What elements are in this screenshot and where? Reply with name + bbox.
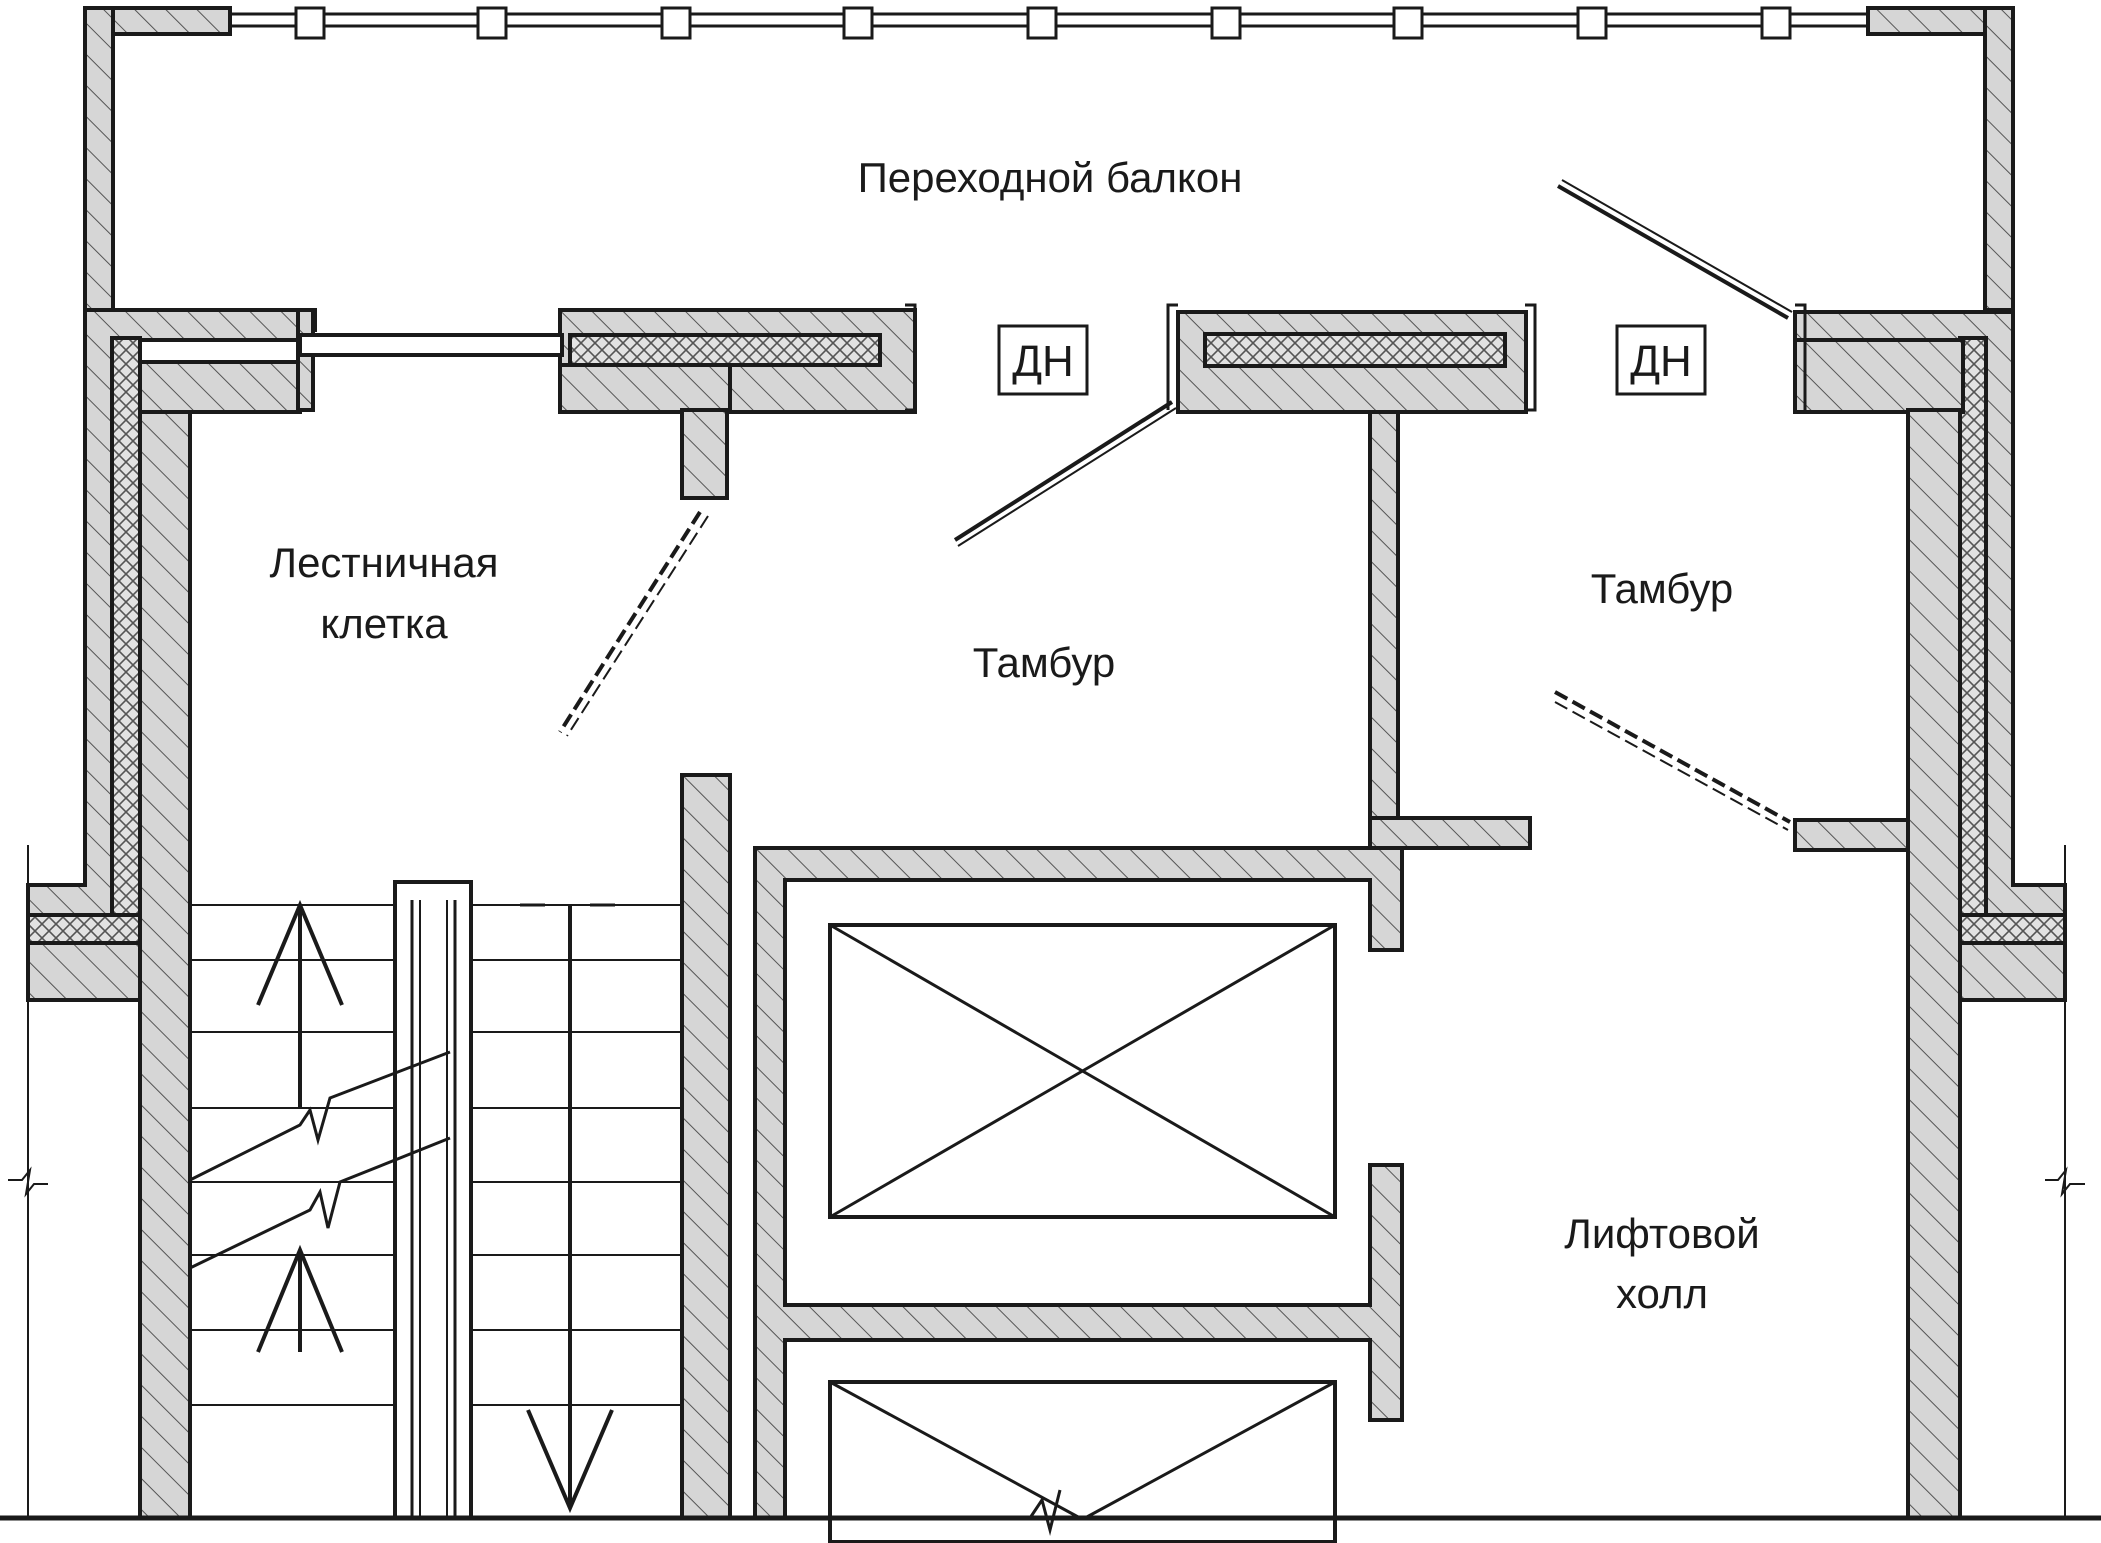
label-vestibule-right: Тамбур: [1591, 565, 1734, 612]
side-break-lines: [8, 845, 2085, 1518]
dn-tag-left: ДН: [1012, 337, 1074, 386]
doors: [558, 179, 1807, 831]
label-vestibule-left: Тамбур: [973, 639, 1116, 686]
top-wall-right-of-window: [558, 363, 732, 414]
window-sill: [298, 333, 564, 357]
break-mark-icon: [2045, 1166, 2085, 1198]
dn-tags: ДН ДН: [997, 324, 1707, 396]
lift-shaft-walls: [753, 846, 1404, 1520]
insulation-left-ledge: [26, 913, 142, 945]
dn-tag-right-box: [1615, 324, 1707, 396]
balcony-wall-left: [83, 6, 115, 312]
label-stair-line2: клетка: [320, 600, 448, 647]
cross-box-icon: [828, 1380, 1337, 1543]
break-mark-icon: [189, 1050, 451, 1182]
lift-hall-outer-wall: [1906, 408, 1962, 1520]
vestibule-divider: [1368, 410, 1400, 824]
insulation-right-ledge: [1958, 913, 2067, 945]
break-mark-icon: [189, 1136, 451, 1270]
label-balcony: Переходной балкон: [858, 154, 1243, 201]
stair-inner-wall: [680, 773, 732, 1520]
lift-shafts: [828, 923, 1337, 1543]
balcony-railing: [230, 6, 1868, 40]
balcony-wall-right: [1983, 6, 2015, 312]
stair-up-arrow-upper: [256, 899, 344, 1108]
label-lift-hall-line2: холл: [1616, 1270, 1708, 1317]
insulation-left: [110, 336, 142, 940]
vestibule-bottom-wall: [1368, 816, 1532, 850]
label-stair-line1: Лестничная: [270, 539, 499, 586]
insulation-right: [1958, 336, 1988, 940]
break-mark-icon: [8, 1166, 48, 1198]
stair-outer-wall: [138, 360, 192, 1520]
lift-hall-door-stub: [1793, 818, 1910, 852]
stair: [189, 880, 682, 1520]
cross-box-icon: [828, 923, 1337, 1219]
door-lift-hall: [1554, 690, 1791, 824]
stair-partition-stub: [680, 408, 729, 500]
stair-well: [393, 880, 473, 1520]
stair-down-arrow: [526, 905, 614, 1514]
room-labels: Переходной балкон Лестничная клетка Тамб…: [270, 154, 1760, 1317]
label-lift-hall-line1: Лифтовой: [1564, 1210, 1759, 1257]
walls: [26, 6, 2067, 1520]
stair-up-arrow-lower: [256, 1244, 344, 1353]
insulation-top-left: [568, 333, 882, 367]
door-vestibule-left: [953, 400, 1174, 542]
door-stair: [558, 510, 702, 734]
insulation-top-middle: [1203, 332, 1507, 368]
door-balcony-right: [1557, 184, 1789, 320]
dn-tag-left-box: [997, 324, 1089, 396]
stair-top-wall: [138, 360, 302, 414]
top-wall-left-segment: [296, 308, 315, 412]
dn-tag-right: ДН: [1630, 337, 1692, 386]
top-wall-right-segment: [1793, 338, 1965, 414]
